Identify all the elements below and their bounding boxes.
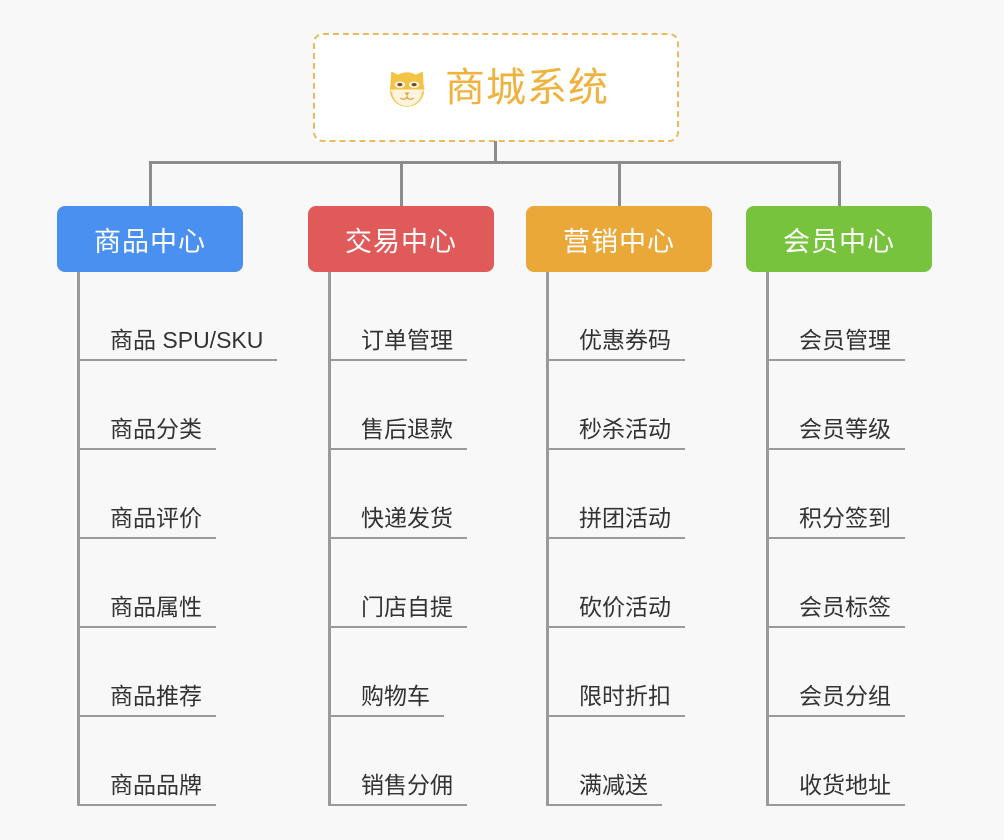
column-header-0[interactable]: 商品中心 [57, 206, 243, 272]
leaf-label: 会员管理 [799, 326, 891, 353]
list-item[interactable]: 积分签到 [766, 450, 932, 539]
list-item[interactable]: 会员管理 [766, 272, 932, 361]
leaf-list-2: 优惠券码 秒杀活动 拼团活动 砍价活动 限时折扣 满减送 [546, 272, 712, 806]
list-item[interactable]: 门店自提 [328, 539, 494, 628]
root-title: 商城系统 [445, 65, 609, 110]
connector-root-stem [494, 141, 497, 164]
list-item[interactable]: 拼团活动 [546, 450, 712, 539]
list-item[interactable]: 售后退款 [328, 361, 494, 450]
list-item[interactable]: 收货地址 [766, 717, 932, 806]
column-trade-center: 交易中心 订单管理 售后退款 快递发货 门店自提 购物车 销售分佣 [308, 206, 494, 806]
leaf-label: 商品评价 [110, 504, 202, 531]
leaf-label: 满减送 [579, 771, 648, 798]
column-header-2[interactable]: 营销中心 [526, 206, 712, 272]
leaf-label: 商品品牌 [110, 771, 202, 798]
column-product-center: 商品中心 商品 SPU/SKU 商品分类 商品评价 商品属性 商品推荐 商品品牌 [57, 206, 278, 806]
leaf-label: 订单管理 [361, 326, 453, 353]
leaf-label: 商品分类 [110, 415, 202, 442]
column-header-3[interactable]: 会员中心 [746, 206, 932, 272]
list-item[interactable]: 优惠券码 [546, 272, 712, 361]
leaf-label: 快递发货 [361, 504, 453, 531]
column-header-1[interactable]: 交易中心 [308, 206, 494, 272]
leaf-label: 秒杀活动 [579, 415, 671, 442]
leaf-label: 售后退款 [361, 415, 453, 442]
root-node[interactable]: 商城系统 [313, 33, 679, 142]
connector-drop-1 [149, 161, 152, 208]
column-marketing-center: 营销中心 优惠券码 秒杀活动 拼团活动 砍价活动 限时折扣 满减送 [526, 206, 712, 806]
leaf-label: 砍价活动 [579, 593, 671, 620]
leaf-label: 会员等级 [799, 415, 891, 442]
leaf-label: 购物车 [361, 682, 430, 709]
leaf-label: 会员标签 [799, 593, 891, 620]
list-item[interactable]: 订单管理 [328, 272, 494, 361]
leaf-label: 会员分组 [799, 682, 891, 709]
leaf-label: 门店自提 [361, 593, 453, 620]
list-item[interactable]: 满减送 [546, 717, 712, 806]
list-item[interactable]: 会员等级 [766, 361, 932, 450]
leaf-list-3: 会员管理 会员等级 积分签到 会员标签 会员分组 收货地址 [766, 272, 932, 806]
column-member-center: 会员中心 会员管理 会员等级 积分签到 会员标签 会员分组 收货地址 [746, 206, 932, 806]
leaf-label: 收货地址 [799, 771, 891, 798]
leaf-label: 优惠券码 [579, 326, 671, 353]
list-item[interactable]: 限时折扣 [546, 628, 712, 717]
connector-drop-3 [618, 161, 621, 208]
list-item[interactable]: 商品推荐 [77, 628, 243, 717]
connector-drop-4 [838, 161, 841, 208]
list-item[interactable]: 快递发货 [328, 450, 494, 539]
list-item[interactable]: 商品 SPU/SKU [77, 272, 278, 361]
list-item[interactable]: 销售分佣 [328, 717, 494, 806]
shiba-dog-icon [383, 64, 431, 112]
leaf-list-1: 订单管理 售后退款 快递发货 门店自提 购物车 销售分佣 [328, 272, 494, 806]
leaf-label: 商品推荐 [110, 682, 202, 709]
list-item[interactable]: 会员分组 [766, 628, 932, 717]
leaf-label: 商品 SPU/SKU [110, 326, 264, 353]
leaf-label: 商品属性 [110, 593, 202, 620]
leaf-label: 积分签到 [799, 504, 891, 531]
list-item[interactable]: 购物车 [328, 628, 494, 717]
list-item[interactable]: 秒杀活动 [546, 361, 712, 450]
list-item[interactable]: 砍价活动 [546, 539, 712, 628]
list-item[interactable]: 商品属性 [77, 539, 243, 628]
list-item[interactable]: 会员标签 [766, 539, 932, 628]
connector-horizontal-bus [149, 161, 841, 164]
leaf-label: 拼团活动 [579, 504, 671, 531]
list-item[interactable]: 商品分类 [77, 361, 243, 450]
list-item[interactable]: 商品品牌 [77, 717, 243, 806]
connector-drop-2 [400, 161, 403, 208]
list-item[interactable]: 商品评价 [77, 450, 243, 539]
leaf-label: 销售分佣 [361, 771, 453, 798]
leaf-list-0: 商品 SPU/SKU 商品分类 商品评价 商品属性 商品推荐 商品品牌 [77, 272, 278, 806]
leaf-label: 限时折扣 [579, 682, 671, 709]
